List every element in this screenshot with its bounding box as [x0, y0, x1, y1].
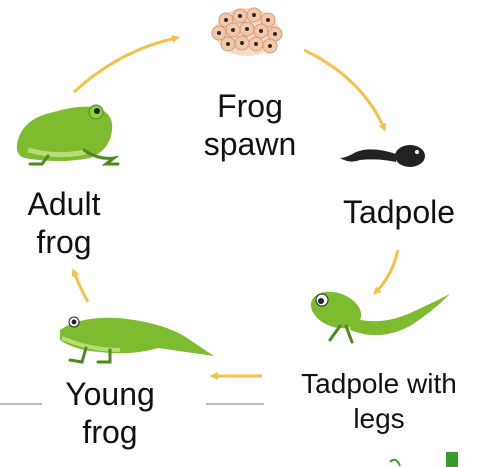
arrow-spawn-to-tadpole [304, 50, 384, 128]
young-frog-icon [60, 317, 214, 362]
arrow-young-to-adult [74, 272, 88, 302]
adult-frog-label: Adult frog [6, 186, 122, 262]
frog-spawn-label: Frog spawn [190, 88, 310, 164]
tadpole-with-legs-icon [306, 285, 450, 342]
tadpole-label: Tadpole [326, 194, 472, 232]
cropped-plant-icon [390, 452, 458, 467]
adult-frog-icon [17, 105, 118, 164]
arrow-adult-to-spawn [74, 38, 176, 92]
arrow-tadpole-to-legs [376, 250, 398, 292]
tadpole-icon [340, 145, 425, 167]
tadpole-with-legs-label: Tadpole with legs [276, 366, 482, 436]
frog-spawn-icon [212, 8, 282, 56]
young-frog-label: Young frog [42, 376, 178, 452]
